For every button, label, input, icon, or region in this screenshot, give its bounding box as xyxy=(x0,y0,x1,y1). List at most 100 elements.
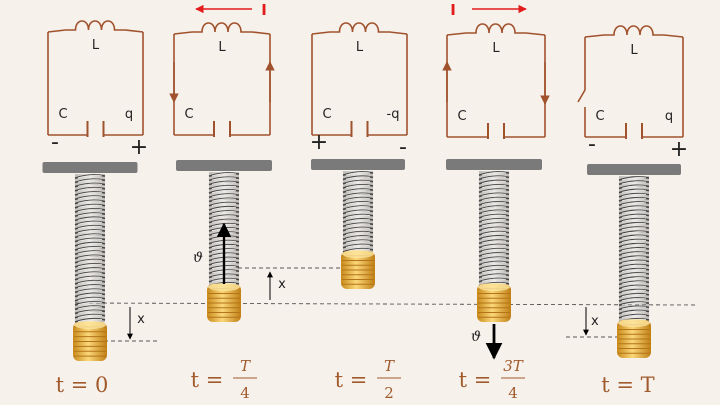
spring-highlight xyxy=(621,189,647,193)
spring-highlight xyxy=(481,201,507,206)
spring-coil-turn xyxy=(74,258,106,264)
spring-coil-turn xyxy=(618,234,650,240)
spring-coil-turn xyxy=(618,297,650,302)
spring-highlight xyxy=(481,218,507,223)
spring-coil-turn xyxy=(342,222,374,228)
spring-highlight xyxy=(621,210,647,214)
spring-highlight xyxy=(211,189,237,194)
spring-coil-turn xyxy=(478,171,510,177)
spring-highlight xyxy=(481,278,507,282)
spring-highlight xyxy=(345,227,371,231)
spring-highlight xyxy=(621,277,647,281)
spring-coil-turn xyxy=(618,205,650,211)
displacement-label-5: x xyxy=(591,314,599,329)
spring-highlight xyxy=(77,246,103,251)
spring-highlight xyxy=(621,247,647,252)
spring-coil-turn xyxy=(618,238,650,244)
spring-coil-turn xyxy=(618,272,650,277)
spring-highlight xyxy=(345,180,371,184)
spring-coil-turn xyxy=(342,230,374,236)
spring-coil-turn xyxy=(618,230,650,236)
spring-coil-turn xyxy=(74,229,106,234)
spring-highlight xyxy=(211,185,237,189)
spring-highlight xyxy=(77,242,103,246)
spring-highlight xyxy=(481,261,507,265)
spring-highlight xyxy=(621,239,647,243)
spring-coil-turn xyxy=(74,296,106,302)
spring-coil-turn xyxy=(342,188,374,194)
spring-highlight xyxy=(481,274,507,278)
spring-coil-turn xyxy=(618,259,650,265)
spring-coil-turn xyxy=(74,313,106,319)
spring-coil-turn xyxy=(478,196,510,202)
spring-highlight xyxy=(481,189,507,193)
spring-coil-turn xyxy=(208,205,240,211)
spring-coil-turn xyxy=(618,280,650,286)
inductor-label: L xyxy=(630,43,638,58)
spring-coil-turn xyxy=(618,242,650,248)
right-sign: + xyxy=(670,137,688,162)
left-sign: + xyxy=(310,130,328,155)
spring-highlight xyxy=(211,219,237,223)
velocity-label-2: ϑ xyxy=(193,250,203,266)
spring-highlight xyxy=(345,244,371,248)
mass-top xyxy=(478,283,510,291)
spring-coil-turn xyxy=(208,201,240,207)
spring-coil-turn xyxy=(74,301,106,306)
spring-coil-turn xyxy=(478,269,510,274)
inductor-coil xyxy=(173,22,271,35)
spring-highlight xyxy=(621,218,647,222)
spring-assembly-1 xyxy=(42,162,138,361)
spring-coil-turn xyxy=(74,271,106,277)
spring-highlight xyxy=(211,194,237,198)
spring-coil-turn xyxy=(342,235,374,240)
spring-highlight xyxy=(77,268,103,272)
spring-highlight xyxy=(621,206,647,210)
spring-highlight xyxy=(77,318,103,322)
spring-coil-turn xyxy=(618,213,650,219)
charge-label: q xyxy=(125,107,133,122)
spring-coil-turn xyxy=(478,188,510,194)
spring-highlight xyxy=(621,285,647,289)
spring-highlight xyxy=(77,187,103,191)
spring-coil-turn xyxy=(74,178,106,184)
spring-coil-turn xyxy=(342,192,374,198)
spring-highlight xyxy=(345,240,371,244)
spring-highlight xyxy=(481,206,507,210)
right-sign: + xyxy=(130,135,148,160)
spring-highlight xyxy=(345,236,371,240)
spring-highlight xyxy=(77,289,103,293)
spring-coil-turn xyxy=(74,250,106,256)
circuit-5 xyxy=(577,25,684,139)
spring-highlight xyxy=(345,210,371,214)
spring-coil-turn xyxy=(618,309,650,315)
spring-highlight xyxy=(621,235,647,239)
spring-highlight xyxy=(345,201,371,206)
inductor-coil xyxy=(47,20,144,33)
support-plate xyxy=(446,159,542,170)
spring-coil-turn xyxy=(478,235,510,240)
spring-highlight xyxy=(345,184,371,189)
spring-coil-turn xyxy=(74,317,106,323)
spring-coil-turn xyxy=(208,176,240,182)
inductor-label: L xyxy=(356,40,364,55)
spring-highlight xyxy=(345,214,371,218)
spring-coil-turn xyxy=(342,213,374,219)
spring-coil-turn xyxy=(74,186,106,192)
spring-highlight xyxy=(621,193,647,197)
spring-coil-turn xyxy=(208,197,240,203)
time-label-2: t =T4 xyxy=(191,357,257,402)
spring-coil-turn xyxy=(618,222,650,227)
spring-highlight xyxy=(77,191,103,196)
spring-highlight xyxy=(481,214,507,218)
spring-highlight xyxy=(345,206,371,210)
spring-coil-turn xyxy=(342,175,374,181)
spring-highlight xyxy=(77,285,103,289)
spring-coil-turn xyxy=(74,212,106,218)
spring-coil-turn xyxy=(74,174,106,179)
spring-coil-turn xyxy=(478,256,510,262)
spring-highlight xyxy=(211,211,237,215)
spring-coil-turn xyxy=(618,255,650,261)
spring-coil-turn xyxy=(618,226,650,231)
